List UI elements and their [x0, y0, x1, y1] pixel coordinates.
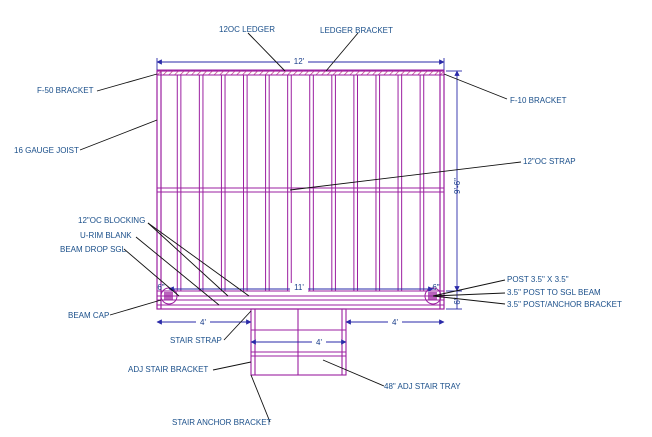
- label-beam-drop: BEAM DROP SGL: [60, 245, 127, 254]
- ledger-board: [156, 69, 445, 76]
- label-f50-bracket: F-50 BRACKET: [37, 86, 94, 95]
- leader-adj-stair-bracket: [212, 361, 252, 371]
- leader-ledger-bracket: [325, 32, 359, 72]
- dim-post-inset-left: 6": [157, 283, 164, 292]
- dim-stair-width: 4': [316, 338, 322, 347]
- callouts: 12OC LEDGER LEDGER BRACKET F-50 BRACKET …: [14, 25, 622, 427]
- dim-left-offset: 4': [200, 318, 206, 327]
- label-post-to-beam: 3.5" POST TO SGL BEAM: [507, 288, 601, 297]
- label-post-anchor: 3.5" POST/ANCHOR BRACKET: [507, 300, 622, 309]
- leader-f50: [96, 73, 158, 92]
- dimension-text: 12' 9'-6" 6" 11' 6" 6" 4' 4' 4': [157, 56, 462, 347]
- leader-oc-strap: [289, 161, 522, 191]
- deck-outline: [156, 70, 445, 310]
- leader-urim: [135, 236, 220, 306]
- dim-post-depth: 6": [453, 297, 462, 304]
- deck-frame: [156, 70, 445, 310]
- leader-adj-stair-tray: [322, 359, 385, 387]
- leader-beam-drop: [123, 248, 180, 297]
- label-f10-bracket: F-10 BRACKET: [510, 96, 567, 105]
- label-oc-blocking: 12"OC BLOCKING: [78, 216, 145, 225]
- leader-12oc-ledger: [247, 32, 286, 72]
- leader-f10: [443, 73, 508, 100]
- post-right-square: [428, 292, 437, 300]
- post-left-square: [164, 292, 173, 300]
- dim-right-offset: 4': [392, 318, 398, 327]
- leader-blocking-2: [147, 222, 250, 297]
- leader-stair-anchor: [250, 374, 271, 423]
- label-oc-strap: 12"OC STRAP: [523, 157, 576, 166]
- dim-width: 12': [294, 57, 305, 66]
- leader-gauge-joist: [79, 119, 158, 151]
- leaders: [79, 32, 522, 423]
- leader-post-anchor: [432, 295, 506, 305]
- leader-post-beam: [432, 292, 506, 297]
- label-gauge-joist: 16 GAUGE JOIST: [14, 146, 79, 155]
- leader-beam-cap: [109, 299, 162, 316]
- joist-group: [176, 75, 425, 291]
- leader-blocking-1: [147, 222, 229, 297]
- label-beam-cap: BEAM CAP: [68, 311, 109, 320]
- dim-beam-span: 11': [294, 283, 304, 292]
- label-stair-strap: STAIR STRAP: [170, 336, 222, 345]
- label-ledger-bracket: LEDGER BRACKET: [320, 26, 393, 35]
- label-12oc-ledger: 12OC LEDGER: [219, 25, 275, 34]
- beam: [157, 290, 444, 306]
- label-stair-anchor: STAIR ANCHOR BRACKET: [172, 418, 272, 427]
- oc-strap: [157, 187, 444, 193]
- label-post-size: POST 3.5" X 3.5": [507, 275, 569, 284]
- dim-post-inset-right: 6": [432, 283, 439, 292]
- dim-depth: 9'-6": [453, 178, 462, 194]
- label-adj-stair-bracket: ADJ STAIR BRACKET: [128, 365, 208, 374]
- leader-stair-strap: [223, 310, 252, 341]
- label-adj-stair-tray: 48" ADJ STAIR TRAY: [384, 382, 461, 391]
- leader-post-size: [432, 279, 506, 297]
- label-urim-blank: U-RIM BLANK: [80, 231, 132, 240]
